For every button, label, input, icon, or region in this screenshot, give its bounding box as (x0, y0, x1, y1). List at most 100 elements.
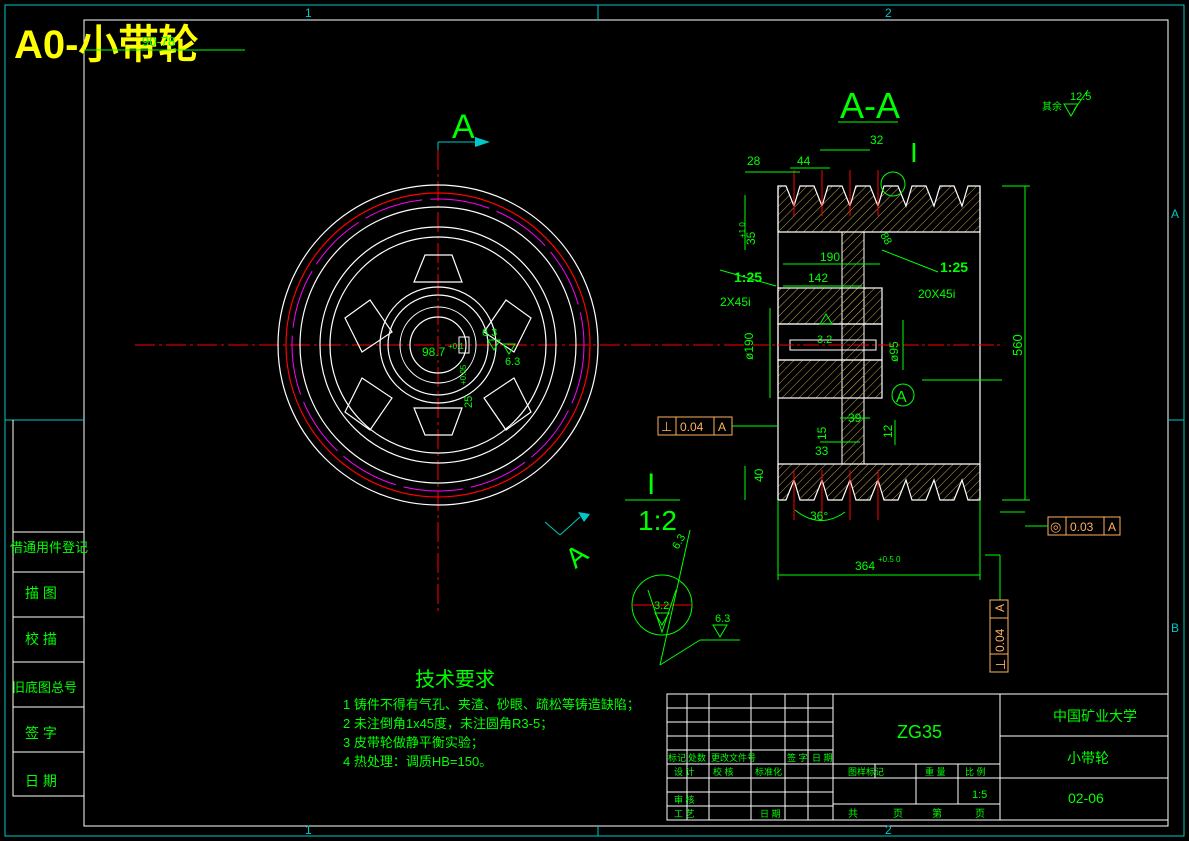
zone-label-bottom-2: 2 (885, 823, 892, 837)
zone-label-top-1: 1 (305, 6, 312, 20)
dim-33: 33 (815, 444, 829, 458)
tolerance-frame-concentric (1025, 516, 1121, 536)
chamfer-left: 2X45i (720, 295, 751, 309)
left-strip-item-2: 描 图 (25, 585, 57, 601)
detail-scale: 1:2 (638, 505, 677, 536)
tb-stage-label: 图样标记 (848, 766, 884, 777)
detail-rough-b: 3.2 (654, 600, 669, 612)
tol-vertical-symbol: ⊥ (993, 659, 1008, 670)
tb-check: 校 核 (713, 766, 734, 777)
rough-other-value: 12.5 (1070, 91, 1091, 103)
datum-circle-a: A (896, 389, 907, 406)
detail-mark: I (647, 468, 655, 501)
tol-concentric-datum: A (1108, 520, 1116, 534)
tb-school: 中国矿业大学 (1053, 708, 1137, 724)
title-block (666, 693, 1169, 821)
taper-left: 1:25 (734, 269, 762, 285)
tb-weight-label: 重 量 (925, 766, 946, 777)
front-dim-keyway: 25 (463, 396, 475, 408)
notes-line-4: 4 热处理：调质HB=150。 (343, 754, 492, 769)
section-title: A-A (840, 85, 900, 126)
notes-line-2: 2 未注倒角1x45度，未注圆角R3-5； (343, 716, 553, 732)
tb-header-0: 标记 (668, 752, 686, 763)
tb-scale: 1:5 (972, 789, 987, 801)
tb-sheet-unit: 页 (893, 808, 903, 820)
tb-header-3: 签 字 (787, 752, 808, 763)
front-dim-bore-tol: +0.1 (448, 342, 464, 351)
tb-sheet-unit2: 页 (975, 808, 985, 820)
dim-364: 364 (855, 559, 875, 573)
dim-35-tol: +1 0 (738, 222, 747, 238)
tb-drawing-no: 02-06 (1068, 790, 1104, 806)
zone-label-right-b: B (1171, 621, 1179, 635)
section-mark-a-bottom: A (559, 538, 593, 574)
tol-vertical-value: 0.04 (993, 628, 1007, 652)
section-mark-a-top: A (452, 108, 475, 146)
left-strip-item-5: 签 字 (25, 725, 57, 741)
dim-32: 32 (870, 133, 884, 147)
roughness-symbol (712, 624, 728, 638)
rough-other-label: 其余 (1042, 100, 1062, 113)
left-strip-item-1: 借通用件登记 (10, 540, 88, 555)
detail-rough-c: 6.3 (715, 613, 730, 625)
tol-left-symbol: ⊥ (661, 419, 672, 434)
tol-concentric-symbol: ◎ (1050, 519, 1061, 534)
chamfer-right: 20X45i (918, 287, 955, 301)
tb-standard: 标准化 (755, 766, 782, 777)
drawing-frame (4, 4, 1185, 837)
roughness-symbol-other (1063, 103, 1079, 117)
tb-header-1: 处数 (688, 752, 706, 763)
dim-44: 44 (797, 154, 811, 168)
dim-39: 39 (848, 411, 862, 425)
dim-560: 560 (1010, 334, 1025, 356)
zone-label-top-2: 2 (885, 6, 892, 20)
tb-scale-label: 比 例 (965, 766, 986, 777)
dim-40: 40 (752, 468, 766, 482)
dim-15: 15 (815, 426, 829, 440)
tb-review: 审 核 (674, 794, 695, 805)
tolerance-frame-perpendicular-vertical (989, 599, 1009, 673)
left-strip-item-6: 日 期 (25, 773, 57, 789)
tolerance-frame-perpendicular-left (657, 416, 778, 436)
section-view (719, 149, 1030, 600)
dim-angle-36: 36° (810, 509, 828, 523)
notes-heading: 技术要求 (415, 668, 495, 691)
notes-line-3: 3 皮带轮做静平衡实验； (343, 735, 484, 751)
tol-left-value: 0.04 (680, 420, 704, 434)
zone-label-bottom-1: 1 (305, 823, 312, 837)
front-rough-a: 6.3 (482, 327, 497, 339)
dim-phi95: ø95 (887, 341, 901, 362)
tb-design: 设 计 (674, 766, 695, 777)
zone-label-right-a: A (1171, 207, 1179, 221)
tb-header-2: 更改文件号 (711, 752, 756, 763)
dim-12: 12 (881, 424, 895, 438)
tb-sheet-no: 第 (932, 807, 942, 820)
roughness-symbol (654, 612, 670, 626)
roughness-symbol (502, 343, 516, 355)
left-strip-item-3: 校 描 (25, 631, 57, 647)
tol-vertical-datum: A (993, 604, 1007, 612)
detail-mark-on-section: I (910, 137, 918, 168)
dim-28: 28 (747, 154, 761, 168)
taper-right: 1:25 (940, 259, 968, 275)
tb-process: 工 艺 (674, 809, 695, 819)
front-dim-keyway-tol: +0.05 (459, 364, 468, 385)
tb-material: ZG35 (897, 722, 942, 742)
front-view (135, 137, 740, 612)
notes-line-1: 1 铸件不得有气孔、夹渣、砂眼、疏松等铸造缺陷； (343, 697, 640, 713)
dim-35: 35 (744, 231, 758, 245)
left-strip-item-4: 旧底图总号 (12, 680, 77, 695)
tb-part-name: 小带轮 (1067, 750, 1109, 766)
roughness-symbol (487, 339, 501, 351)
dim-142: 142 (808, 271, 828, 285)
left-strip (12, 420, 85, 797)
dim-phi190: ø190 (742, 332, 756, 360)
tb-date: 日 期 (760, 809, 781, 819)
banner-title: A0-小带轮 (14, 23, 198, 67)
dim-88: 88 (877, 231, 894, 248)
banner-overlap-text: 90-78 (142, 34, 175, 49)
detail-view (625, 499, 740, 666)
tb-header-4: 日 期 (812, 753, 833, 763)
tb-sheet-total: 共 (848, 808, 858, 820)
